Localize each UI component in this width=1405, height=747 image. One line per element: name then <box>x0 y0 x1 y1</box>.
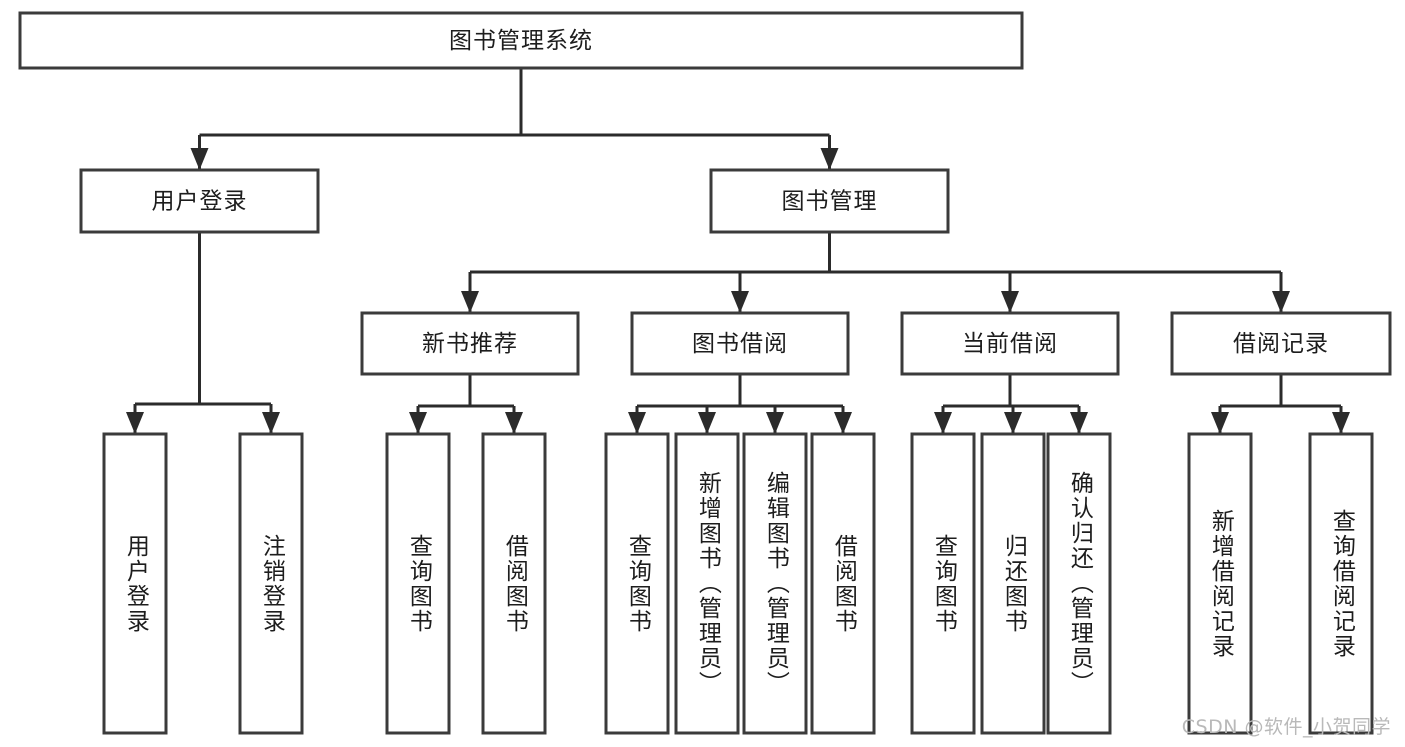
node-box-borrow-record[interactable] <box>1170 311 1392 376</box>
arrow-head-leaf-query-book-1 <box>409 412 427 434</box>
arrow-head-user-login <box>190 148 209 170</box>
arrow-head-leaf-borrow-book-2 <box>834 412 852 434</box>
arrow-head-leaf-borrow-book-1 <box>505 412 523 434</box>
node-label-root: 图书管理系统 <box>449 28 593 54</box>
node-box-root[interactable] <box>18 11 1024 70</box>
node-label-new-book-recommend: 新书推荐 <box>422 331 518 357</box>
node-box-user-login[interactable] <box>79 168 320 234</box>
node-label-user-login: 用户登录 <box>152 189 248 215</box>
node-box-leaf-return-book[interactable] <box>980 432 1046 735</box>
arrow-head-borrow-record <box>1272 291 1290 313</box>
boxes-layer <box>18 11 1392 735</box>
arrow-head-leaf-confirm-return <box>1070 412 1088 434</box>
node-box-leaf-edit-book[interactable] <box>742 432 808 735</box>
watermark-text: CSDN @软件_小贺同学 <box>1181 716 1391 738</box>
node-box-current-borrow[interactable] <box>900 311 1120 376</box>
connectors-layer <box>126 68 1350 434</box>
arrow-head-leaf-query-book-3 <box>934 412 952 434</box>
node-box-leaf-borrow-book-2[interactable] <box>810 432 876 735</box>
node-box-new-book-recommend[interactable] <box>360 311 580 376</box>
node-box-leaf-confirm-return[interactable] <box>1046 432 1112 735</box>
node-box-book-borrow[interactable] <box>630 311 850 376</box>
arrow-head-leaf-return-book <box>1004 412 1022 434</box>
node-box-leaf-add-book[interactable] <box>674 432 740 735</box>
node-box-leaf-query-book-2[interactable] <box>604 432 670 735</box>
node-box-book-manage[interactable] <box>709 168 950 234</box>
arrow-head-leaf-query-record <box>1332 412 1350 434</box>
arrow-head-leaf-user-logout <box>262 412 280 434</box>
node-box-leaf-user-logout[interactable] <box>238 432 304 735</box>
node-label-book-borrow: 图书借阅 <box>692 331 788 357</box>
arrow-head-current-borrow <box>1001 291 1019 313</box>
arrow-head-leaf-add-record <box>1211 412 1229 434</box>
node-label-book-manage: 图书管理 <box>782 189 878 215</box>
arrow-head-leaf-user-login <box>126 412 144 434</box>
node-box-leaf-borrow-book-1[interactable] <box>481 432 547 735</box>
arrow-head-leaf-edit-book <box>766 412 784 434</box>
arrow-head-leaf-add-book <box>698 412 716 434</box>
node-box-leaf-user-login[interactable] <box>102 432 168 735</box>
arrow-head-leaf-query-book-2 <box>628 412 646 434</box>
node-label-borrow-record: 借阅记录 <box>1233 331 1329 357</box>
node-box-leaf-query-record[interactable] <box>1308 432 1374 735</box>
node-box-leaf-add-record[interactable] <box>1187 432 1253 735</box>
arrow-head-book-manage <box>820 148 839 170</box>
node-box-leaf-query-book-1[interactable] <box>385 432 451 735</box>
node-box-leaf-query-book-3[interactable] <box>910 432 976 735</box>
arrow-head-new-book-recommend <box>461 291 479 313</box>
arrow-head-book-borrow <box>731 291 749 313</box>
node-label-current-borrow: 当前借阅 <box>962 331 1058 357</box>
